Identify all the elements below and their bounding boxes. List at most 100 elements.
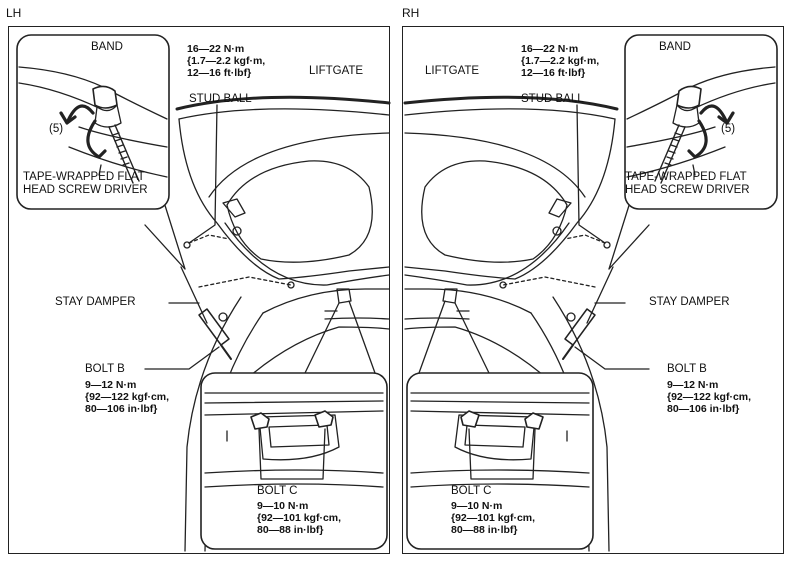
glass-outline xyxy=(226,160,373,263)
screwdriver-tape xyxy=(664,132,682,166)
bolt-b-torque-line-2: {92—122 kgf·cm, xyxy=(85,391,170,403)
inset-c-bracket-inner xyxy=(464,424,526,448)
bolt-c-label: BOLT C xyxy=(451,485,492,497)
stud-leader xyxy=(576,104,606,244)
center-bracket xyxy=(442,288,458,304)
body-right-line xyxy=(404,317,470,320)
liftgate-label: LIFTGATE xyxy=(309,65,364,77)
rotation-arrow xyxy=(59,104,107,159)
step-label: (5) xyxy=(721,123,736,135)
stud-torque-line-2: {1.7—2.2 kgf·m, xyxy=(521,55,600,67)
bolt-b-head xyxy=(566,312,576,322)
liftgate-lower xyxy=(224,222,390,286)
panel-rh: BAND (5) TAPE-WRAPPED FLAT HEAD SCREW DR… xyxy=(402,26,784,554)
bolt-b-label: BOLT B xyxy=(667,363,707,375)
center-bracket xyxy=(336,288,352,304)
stay-damper-rod xyxy=(586,266,614,324)
tool-leader xyxy=(98,164,102,176)
hinge-bracket xyxy=(222,198,246,218)
band-clip-lower xyxy=(94,104,122,128)
stud-ball-label: STUD BALL xyxy=(189,93,252,105)
stud-torque-line-1: 16—22 N·m xyxy=(521,43,579,55)
liftgate-inner xyxy=(404,132,586,198)
inset-c-bracket-inner xyxy=(268,424,330,448)
tool-label: TAPE-WRAPPED FLAT HEAD SCREW DRIVER xyxy=(23,171,148,197)
bolt-c-pointer xyxy=(304,300,376,374)
tool-leader xyxy=(692,164,696,176)
bolt-c-torque: 9—10 N·m {92—101 kgf·cm, 80—88 in·lbf} xyxy=(257,500,341,536)
band-label: BAND xyxy=(91,41,123,53)
liftgate-edge xyxy=(404,108,616,120)
bolt-b-leader xyxy=(144,346,220,370)
hinge-bolt-1 xyxy=(232,226,242,236)
bolt-b-torque-line-1: 9—12 N·m xyxy=(667,379,719,391)
stay-damper-lower xyxy=(220,344,232,360)
panel-tag-rh: RH xyxy=(402,6,420,20)
liftgate-inner xyxy=(208,132,390,198)
rotation-arrow xyxy=(687,104,735,159)
stud-ball-mount xyxy=(603,241,611,249)
liftgate-label: LIFTGATE xyxy=(425,65,480,77)
stud-ball-torque: 16—22 N·m {1.7—2.2 kgf·m, 12—16 ft·lbf} xyxy=(187,43,265,79)
liftgate-frame xyxy=(404,118,616,280)
inset-bolt-c xyxy=(406,372,594,550)
tool-label-line-2: HEAD SCREW DRIVER xyxy=(625,184,750,196)
screwdriver xyxy=(108,124,140,184)
bolt-b-label: BOLT B xyxy=(85,363,125,375)
inset-c-nut-left xyxy=(524,412,544,430)
inset-c-lower xyxy=(410,469,590,488)
lh-drawing xyxy=(16,34,391,552)
screwdriver xyxy=(654,124,686,184)
bolt-b-head xyxy=(218,312,228,322)
tool-label: TAPE-WRAPPED FLAT HEAD SCREW DRIVER xyxy=(625,171,750,197)
step-label: (5) xyxy=(49,123,64,135)
stud-ball-torque: 16—22 N·m {1.7—2.2 kgf·m, 12—16 ft·lbf} xyxy=(521,43,599,79)
stud-torque-line-3: 12—16 ft·lbf} xyxy=(187,67,252,79)
stay-damper-body xyxy=(564,308,596,346)
stay-damper-lower xyxy=(562,344,574,360)
inset-c-upper-trim xyxy=(204,392,384,416)
inset-top-pointer xyxy=(608,198,650,270)
body-opening xyxy=(404,288,532,314)
liftgate-outline xyxy=(175,95,391,111)
dash-line-upper xyxy=(188,234,230,244)
stud-ball-mount xyxy=(183,241,191,249)
stud-torque-line-2: {1.7—2.2 kgf·m, xyxy=(187,55,266,67)
inset-top-pointer xyxy=(144,198,186,270)
rh-drawing xyxy=(403,34,778,552)
bolt-c-torque-line-1: 9—10 N·m xyxy=(257,500,309,512)
body-clip xyxy=(499,281,507,289)
bolt-c-pointer xyxy=(418,300,490,374)
band-clip xyxy=(92,85,118,109)
band-clip xyxy=(676,85,702,109)
liftgate-frame xyxy=(178,118,390,280)
bolt-b-torque: 9—12 N·m {92—122 kgf·cm, 80—106 in·lbf} xyxy=(85,379,169,415)
bolt-c-torque-line-2: {92—101 kgf·cm, xyxy=(451,512,536,524)
stay-damper-label: STAY DAMPER xyxy=(55,296,136,308)
bolt-b-torque-line-3: 80—106 in·lbf} xyxy=(667,403,740,415)
bolt-b-torque-line-1: 9—12 N·m xyxy=(85,379,137,391)
stud-torque-line-3: 12—16 ft·lbf} xyxy=(521,67,586,79)
glass-outline xyxy=(421,160,568,263)
bolt-c-torque: 9—10 N·m {92—101 kgf·cm, 80—88 in·lbf} xyxy=(451,500,535,536)
stay-damper-rod xyxy=(180,266,208,324)
dash-line-lower xyxy=(198,276,292,288)
stud-torque-line-1: 16—22 N·m xyxy=(187,43,245,55)
band-label: BAND xyxy=(659,41,691,53)
bolt-b-torque: 9—12 N·m {92—122 kgf·cm, 80—106 in·lbf} xyxy=(667,379,751,415)
inset-c-nut-right xyxy=(460,410,480,428)
bolt-b-torque-line-2: {92—122 kgf·cm, xyxy=(667,391,752,403)
panel-lh: BAND (5) TAPE-WRAPPED FLAT HEAD SCREW DR… xyxy=(8,26,391,554)
bolt-b-torque-line-3: 80—106 in·lbf} xyxy=(85,403,158,415)
inset-c-upper-trim xyxy=(410,392,590,416)
inset-c-lower xyxy=(204,469,384,488)
bolt-c-torque-line-2: {92—101 kgf·cm, xyxy=(257,512,342,524)
inset-bolt-c xyxy=(200,372,388,550)
bolt-c-label: BOLT C xyxy=(257,485,298,497)
bolt-c-torque-line-3: 80—88 in·lbf} xyxy=(451,524,518,536)
band-clip-lower xyxy=(672,104,700,128)
bolt-b-leader xyxy=(574,346,650,370)
tool-label-line-2: HEAD SCREW DRIVER xyxy=(23,184,148,196)
body-right-line xyxy=(324,317,390,320)
panel-tag-lh: LH xyxy=(6,6,22,20)
